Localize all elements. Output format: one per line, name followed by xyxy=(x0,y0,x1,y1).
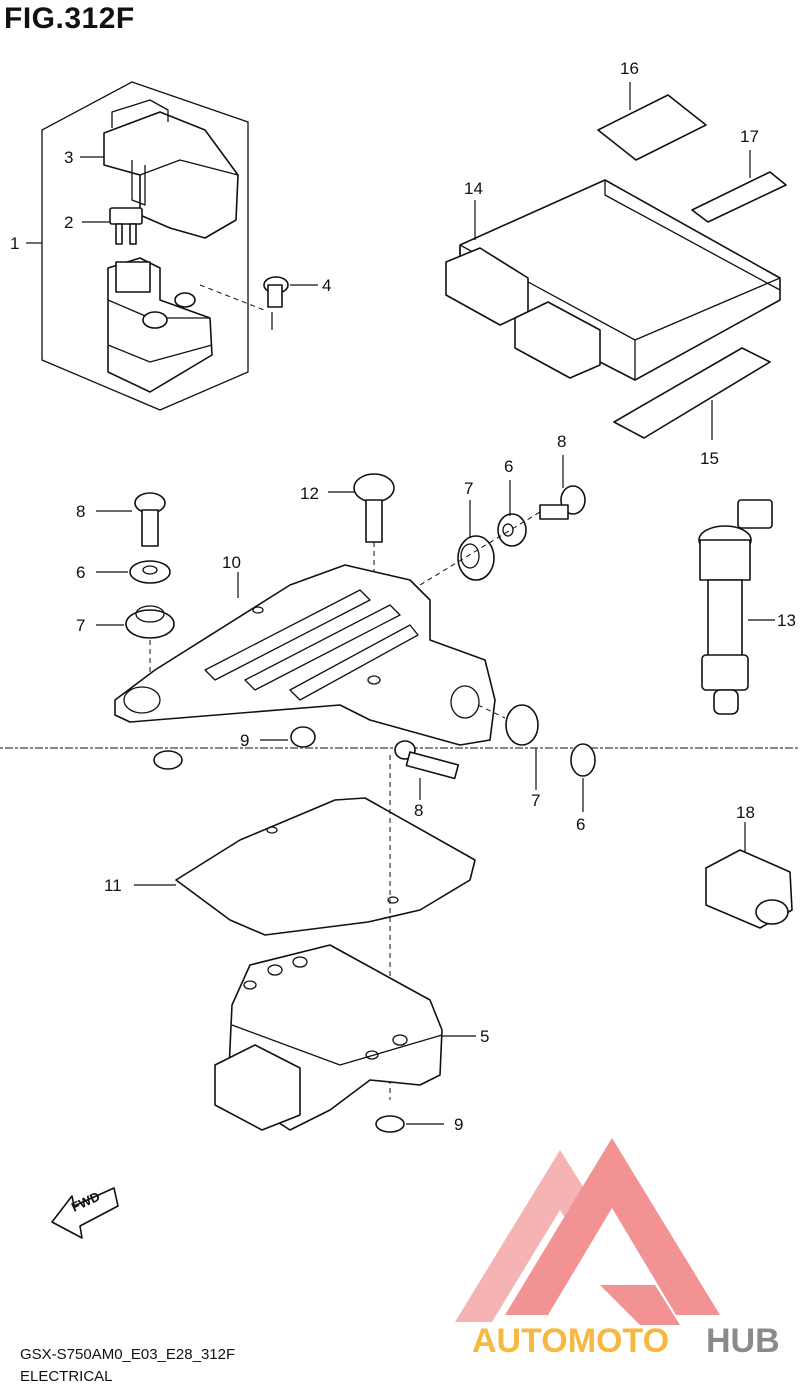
part-2-fuse xyxy=(82,207,143,245)
callout-15: 15 xyxy=(700,449,719,468)
callout-4: 4 xyxy=(322,276,331,295)
lower-fasteners xyxy=(153,704,596,812)
fwd-arrow xyxy=(51,1187,119,1239)
callout-9-upper: 9 xyxy=(240,731,249,750)
callout-7-upper: 7 xyxy=(464,479,473,498)
part-18-connector xyxy=(705,822,793,929)
part-15-tape xyxy=(613,347,771,440)
part-5-regulator xyxy=(214,944,476,1133)
callout-8-left: 8 xyxy=(76,502,85,521)
callout-7-lower: 7 xyxy=(531,791,540,810)
section-name: ELECTRICAL xyxy=(20,1368,113,1385)
part-14-ecm xyxy=(445,179,781,381)
callout-6-left: 6 xyxy=(76,563,85,582)
callout-7-left: 7 xyxy=(76,616,85,635)
watermark-logo xyxy=(455,1138,720,1325)
part-1-relay-body xyxy=(107,257,213,393)
callout-14: 14 xyxy=(464,179,483,198)
callout-3: 3 xyxy=(64,148,73,167)
callout-8-lower: 8 xyxy=(414,801,423,820)
callout-11: 11 xyxy=(104,876,122,895)
part-11-plate xyxy=(134,755,476,1100)
callout-17: 17 xyxy=(740,127,759,146)
part-3-relay-cover xyxy=(80,99,239,239)
part-17-tape xyxy=(691,150,787,223)
callout-13: 13 xyxy=(777,611,796,630)
callout-1: 1 xyxy=(10,234,19,253)
part-16-pad xyxy=(597,82,707,161)
callout-12: 12 xyxy=(300,484,319,503)
watermark-word-2: HUB xyxy=(706,1322,780,1360)
callout-8-upper: 8 xyxy=(557,432,566,451)
callout-10: 10 xyxy=(222,553,241,572)
callout-6-upper: 6 xyxy=(504,457,513,476)
callout-5: 5 xyxy=(480,1027,489,1046)
callout-9-lower: 9 xyxy=(454,1115,463,1134)
watermark-word-1: AUTOMOTO xyxy=(472,1322,669,1360)
model-code: GSX-S750AM0_E03_E28_312F xyxy=(20,1346,236,1363)
part-10-bracket xyxy=(114,564,496,746)
callout-16: 16 xyxy=(620,59,639,78)
part-4-screw xyxy=(199,276,318,330)
assembly-1-outline xyxy=(26,81,249,411)
callout-18: 18 xyxy=(736,803,755,822)
callout-2: 2 xyxy=(64,213,73,232)
part-13-ignition-coil xyxy=(698,499,775,715)
right-fastener-stack xyxy=(419,455,586,586)
left-fastener-stack xyxy=(96,492,175,690)
callout-6-lower: 6 xyxy=(576,815,585,834)
part-12-bolt xyxy=(328,473,395,680)
figure-title: FIG.312F xyxy=(4,2,135,35)
